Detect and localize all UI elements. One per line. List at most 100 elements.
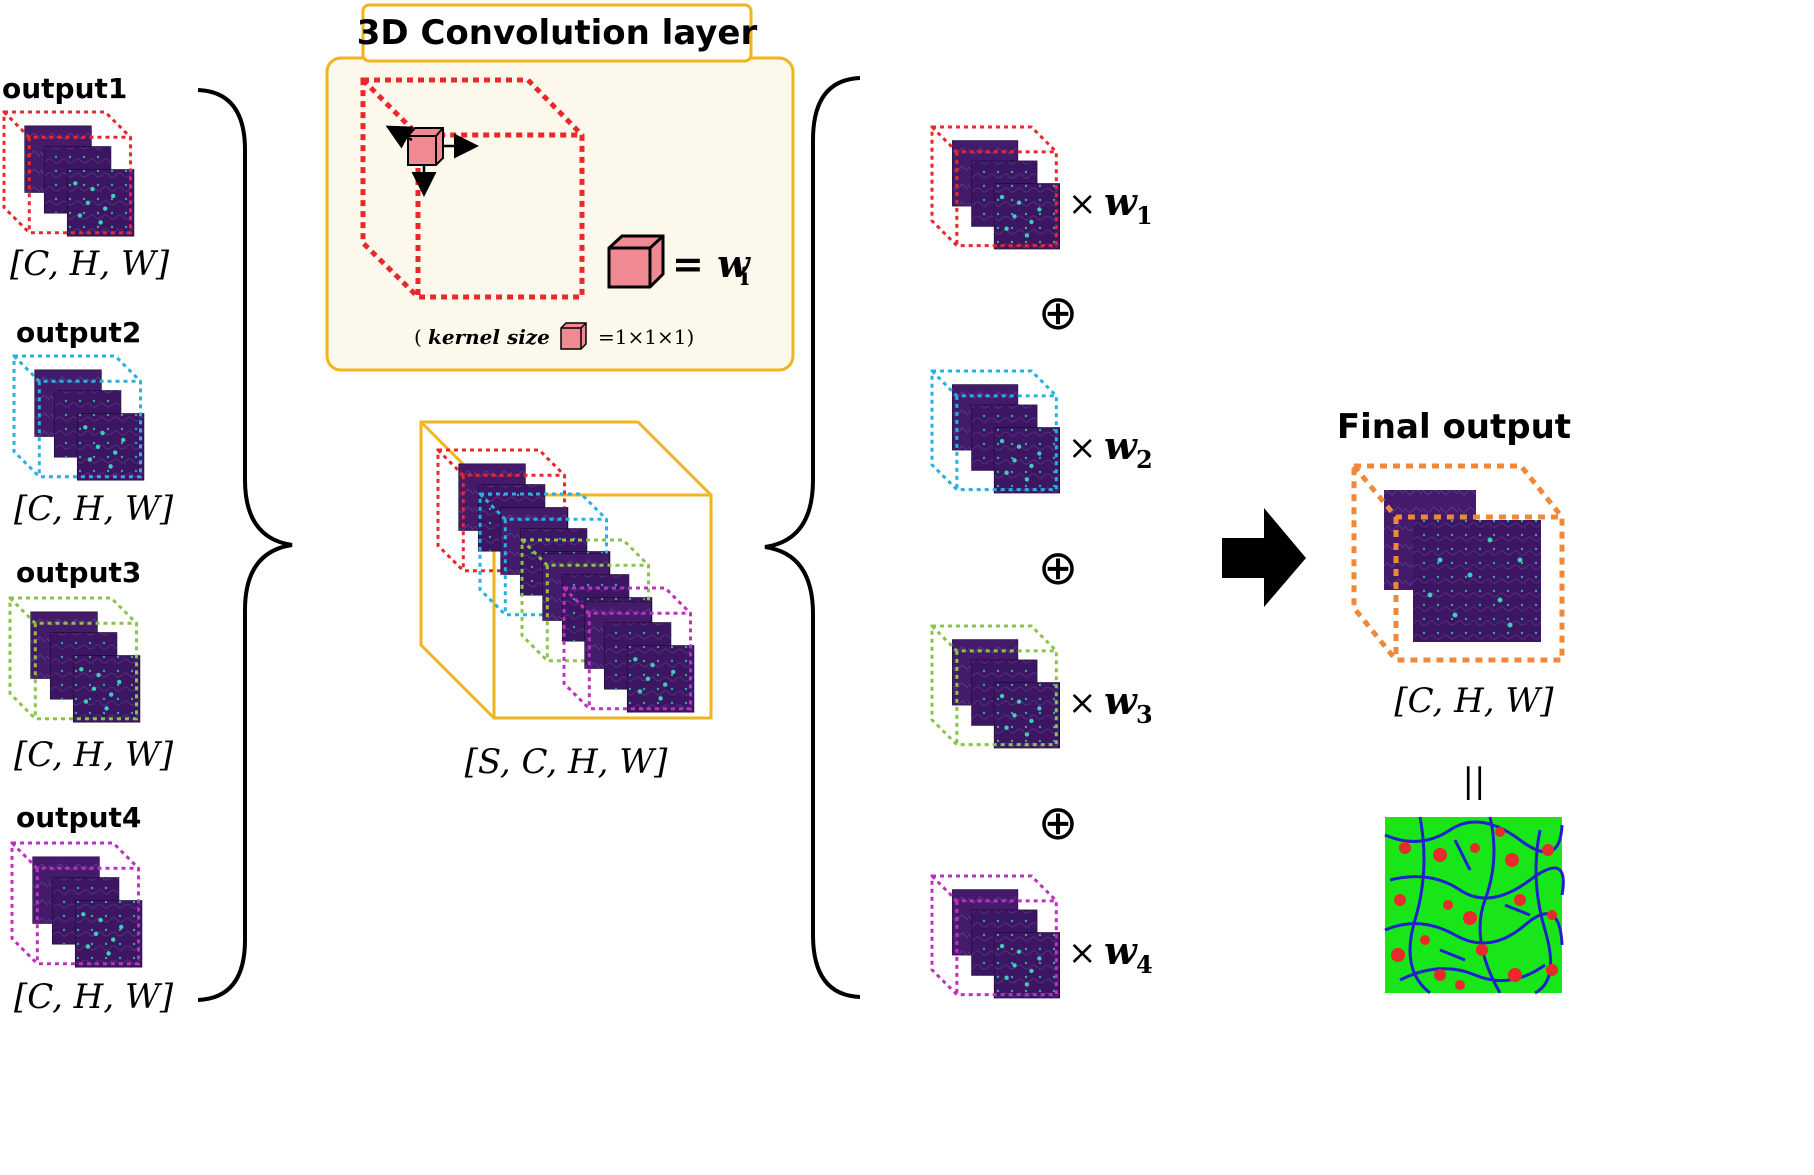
output2-cube (12, 354, 145, 481)
feature-slice (993, 183, 1060, 250)
feature-slice (993, 932, 1060, 999)
feature-dot (98, 220, 103, 225)
feature-dot (121, 437, 126, 443)
times-symbol: × (1068, 683, 1097, 723)
feature-slice (76, 413, 145, 481)
cube-outline (562, 586, 692, 711)
output1-cube (2, 110, 135, 237)
feature-dot (1037, 706, 1042, 711)
plus-symbol-3: ⊕ (1038, 795, 1078, 851)
output3-title: output3 (16, 556, 141, 589)
final-shape: [C, H, W] (1394, 681, 1554, 721)
feature-dot (111, 193, 116, 199)
output3-group: output3 [C, H, W] (8, 556, 174, 775)
feature-slice (626, 645, 695, 713)
stack-mini-cube (562, 586, 695, 713)
output2-title: output2 (16, 316, 141, 349)
feature-dot (1012, 713, 1017, 718)
feature-dot (91, 686, 97, 692)
feature-slice (66, 169, 135, 237)
output2-shape: [C, H, W] (14, 489, 174, 529)
feature-dot (1016, 949, 1022, 954)
times-symbol: × (1068, 428, 1097, 468)
feature-dot (108, 692, 114, 697)
feature-dot (1012, 458, 1017, 463)
mini-cube (12, 354, 145, 481)
weight-subscript: i (740, 262, 749, 291)
feature-dot (96, 672, 101, 678)
final-dots (1427, 537, 1523, 628)
kernel-note-open: ( (414, 325, 422, 349)
feature-dot (1004, 470, 1009, 475)
weight-letter: w (1104, 179, 1138, 224)
feature-dot (100, 430, 105, 436)
feature-dot (81, 912, 86, 917)
feature-dot (90, 186, 95, 192)
feature-dot (645, 676, 651, 682)
conv-title: 3D Convolution layer (357, 13, 758, 53)
feature-dot (83, 699, 89, 704)
weight-index: 1 (1136, 201, 1153, 230)
weight-letter: w (1104, 678, 1138, 723)
feature-dot (1016, 200, 1022, 205)
cube-outline (12, 354, 142, 479)
output3-shape: [C, H, W] (14, 735, 174, 775)
feature-dot (1024, 233, 1030, 238)
right-brace (764, 76, 861, 999)
final-cube (1351, 463, 1565, 663)
feature-dot (1024, 732, 1030, 737)
weight-index: 2 (1136, 445, 1153, 474)
feature-dot (106, 951, 111, 956)
feature-dot (1029, 968, 1034, 974)
feature-dot (87, 457, 93, 462)
feature-dot (119, 924, 124, 930)
feature-dot (110, 937, 116, 942)
feature-slice (72, 655, 141, 723)
cube-outline (8, 596, 138, 721)
conv-kernel-cube (385, 125, 479, 197)
feature-dot (671, 669, 676, 675)
stack-shape: [S, C, H, W] (465, 742, 669, 782)
cube-outline (930, 125, 1058, 248)
feature-dot (104, 706, 109, 711)
cube-outline (2, 110, 132, 235)
output2-group: output2 [C, H, W] (12, 316, 174, 529)
feature-dot (633, 657, 638, 662)
feature-dot (637, 689, 643, 694)
feature-dot (73, 181, 78, 186)
stacked-slices (436, 448, 695, 713)
feature-dot (83, 425, 88, 430)
feature-dot (1016, 444, 1022, 449)
feature-dot (117, 679, 122, 685)
final-equals: || (1463, 761, 1486, 801)
feature-dot (79, 667, 84, 672)
conv-panel: 3D Convolution layer = w i ( kernel size (325, 3, 795, 372)
feature-dot (85, 944, 91, 949)
feature-dot (1016, 699, 1022, 704)
cube-outline (930, 624, 1058, 747)
feature-dot (1029, 718, 1034, 724)
weight-index: 3 (1136, 700, 1153, 729)
feature-dot (98, 917, 103, 923)
times-symbol: × (1068, 933, 1097, 973)
weight-letter: w (1104, 423, 1138, 468)
feature-dot (1029, 463, 1034, 469)
mini-cube (8, 596, 141, 723)
output4-cube (10, 841, 143, 968)
feature-dot (999, 943, 1005, 949)
feature-dot (1004, 226, 1009, 231)
weighted-cube (930, 125, 1060, 250)
feature-dot (1012, 214, 1017, 219)
mini-cube (10, 841, 143, 968)
weighted-cube (930, 874, 1060, 999)
feature-dot (85, 200, 91, 206)
plus-symbol-2: ⊕ (1038, 540, 1078, 596)
left-brace (197, 88, 293, 1002)
output4-shape: [C, H, W] (14, 977, 174, 1017)
output4-title: output4 (16, 801, 141, 834)
output3-cube (8, 596, 141, 723)
feature-dot (1037, 207, 1042, 212)
